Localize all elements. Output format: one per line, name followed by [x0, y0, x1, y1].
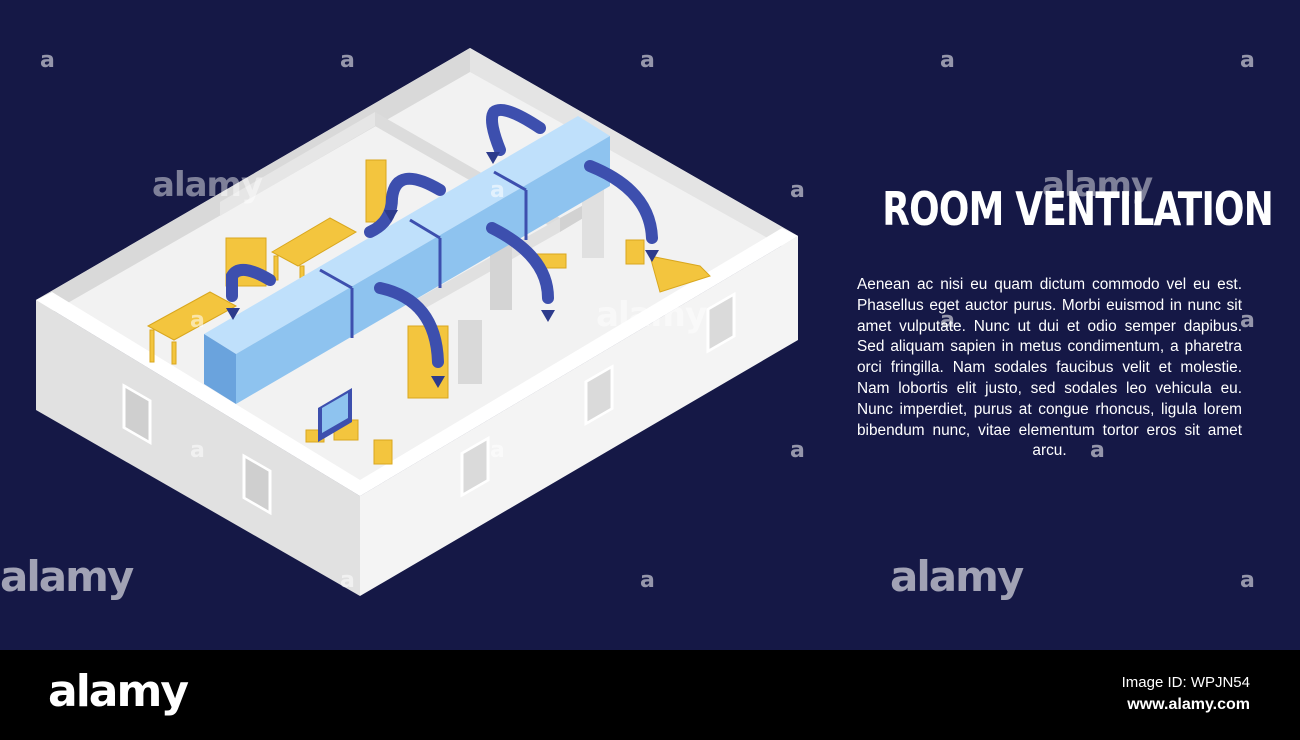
watermark-letter: a: [940, 48, 955, 73]
watermark-letter: a: [490, 438, 505, 463]
watermark-letter: a: [340, 568, 355, 593]
page-title: ROOM VENTILATION: [882, 182, 1273, 236]
window: [706, 291, 736, 354]
back-wall-right: [470, 48, 798, 246]
door: [458, 320, 482, 384]
vent-outlets: [226, 152, 659, 388]
watermark-letter: a: [1240, 308, 1255, 333]
watermark-word: alamy: [596, 295, 707, 335]
front-wall-left: [36, 300, 360, 596]
furniture: [146, 159, 711, 465]
window: [460, 435, 490, 498]
watermark-letter: a: [190, 308, 205, 333]
footer-bar: alamy Image ID: WPJN54 www.alamy.com: [0, 650, 1300, 740]
watermark-letter: a: [790, 438, 805, 463]
window: [584, 364, 614, 427]
site-url-text: www.alamy.com: [1127, 696, 1250, 713]
ventilation-duct: [204, 116, 610, 442]
branch-pipes: [226, 104, 658, 368]
watermark-letter: a: [1090, 438, 1105, 463]
partition-wall-2: [220, 112, 375, 216]
watermark-letter: a: [640, 568, 655, 593]
watermark-letter: a: [1240, 568, 1255, 593]
isometric-room-illustration: [36, 48, 798, 596]
front-wall-top-right: [360, 228, 798, 496]
watermark-word: alamy: [152, 165, 263, 205]
watermark-letter: a: [340, 48, 355, 73]
back-wall-left: [36, 48, 470, 312]
watermark-letter: a: [640, 48, 655, 73]
watermark-letter: a: [490, 178, 505, 203]
watermark-letter: a: [790, 178, 805, 203]
banner: ROOM VENTILATION Aenean ac nisi eu quam …: [0, 48, 1274, 601]
watermark-letter: a: [190, 438, 205, 463]
window: [242, 453, 272, 516]
door: [490, 244, 512, 310]
alamy-logo: alamy: [48, 666, 189, 717]
watermark-word: alamy: [890, 552, 1024, 601]
watermark-letter: a: [40, 48, 55, 73]
window: [122, 383, 152, 445]
watermark-letter: a: [1240, 48, 1255, 73]
watermark-word: alamy: [0, 552, 134, 601]
image-id-text: Image ID: WPJN54: [1121, 674, 1250, 691]
watermark-word: alamy: [1042, 165, 1153, 205]
description-text: Aenean ac nisi eu quam dictum commodo ve…: [857, 276, 1242, 460]
door: [582, 188, 604, 258]
front-wall-top-left: [36, 292, 360, 496]
front-wall-right: [360, 236, 798, 596]
watermark-letter: a: [940, 308, 955, 333]
